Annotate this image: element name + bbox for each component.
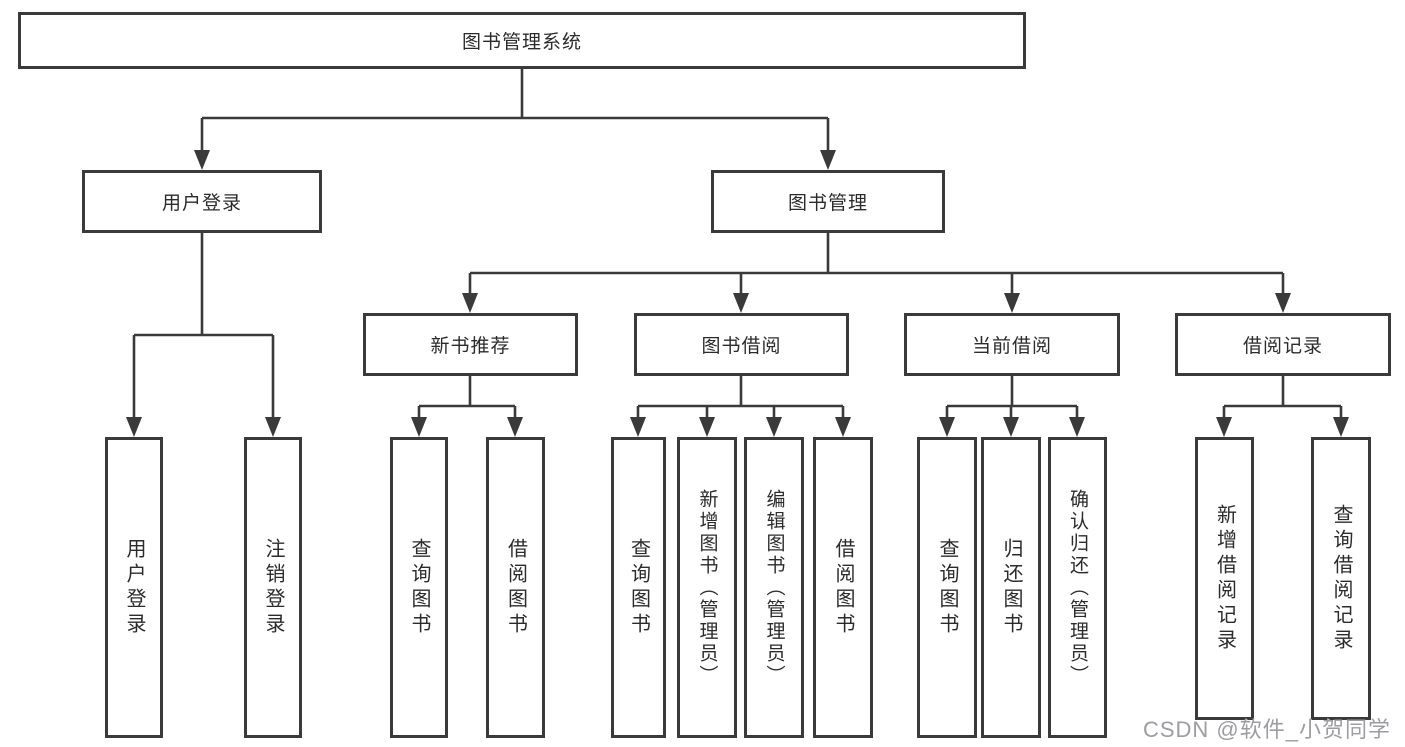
node-query-books-recommend: 查询图书 [390,437,448,738]
node-label: 查询图书 [408,537,430,638]
node-logout: 注销登录 [244,437,302,738]
node-label: 查询图书 [627,537,650,638]
node-label: 图书管理系统 [461,32,582,53]
node-label: 编辑图书（管理员） [763,488,785,687]
node-label: 图书借阅 [701,336,782,357]
node-label: 新增图书（管理员） [696,488,718,687]
node-label: 借阅图书 [832,537,854,638]
node-label: 当前借阅 [971,336,1052,357]
node-confirm-return-admin: 确认归还（管理员） [1048,437,1107,738]
node-query-books-current: 查询图书 [917,437,977,738]
node-add-book-admin: 新增图书（管理员） [677,437,737,738]
node-edit-book-admin: 编辑图书（管理员） [744,437,804,738]
node-query-books-borrow: 查询图书 [611,437,666,738]
node-borrow-book-leaf: 借阅图书 [813,437,873,738]
node-label: 用户登录 [123,537,145,638]
node-user-login: 用户登录 [82,170,322,233]
node-user-login-leaf: 用户登录 [105,437,163,738]
node-label: 注销登录 [262,537,284,638]
node-label: 图书管理 [787,193,868,214]
node-return-book: 归还图书 [981,437,1041,738]
watermark: CSDN @软件_小贺同学 [1142,717,1391,742]
node-add-borrow-record: 新增借阅记录 [1195,437,1254,720]
node-borrow-books-recommend: 借阅图书 [486,437,545,738]
node-label: 借阅记录 [1242,336,1323,357]
node-label: 用户登录 [161,193,242,214]
node-book-management: 图书管理 [711,170,945,233]
node-label: 新增借阅记录 [1213,503,1236,654]
node-label: 查询借阅记录 [1330,503,1352,654]
node-current-borrow: 当前借阅 [904,313,1120,376]
node-query-borrow-record: 查询借阅记录 [1311,437,1371,720]
node-library-system: 图书管理系统 [18,12,1026,69]
node-borrow-records: 借阅记录 [1175,313,1391,376]
node-label: 借阅图书 [504,537,527,638]
node-new-book-recommend: 新书推荐 [363,313,578,376]
node-label: 确认归还（管理员） [1067,488,1088,687]
node-label: 查询图书 [936,537,958,638]
node-label: 归还图书 [1000,537,1022,638]
node-book-borrow: 图书借阅 [634,313,849,376]
node-label: 新书推荐 [430,336,511,357]
